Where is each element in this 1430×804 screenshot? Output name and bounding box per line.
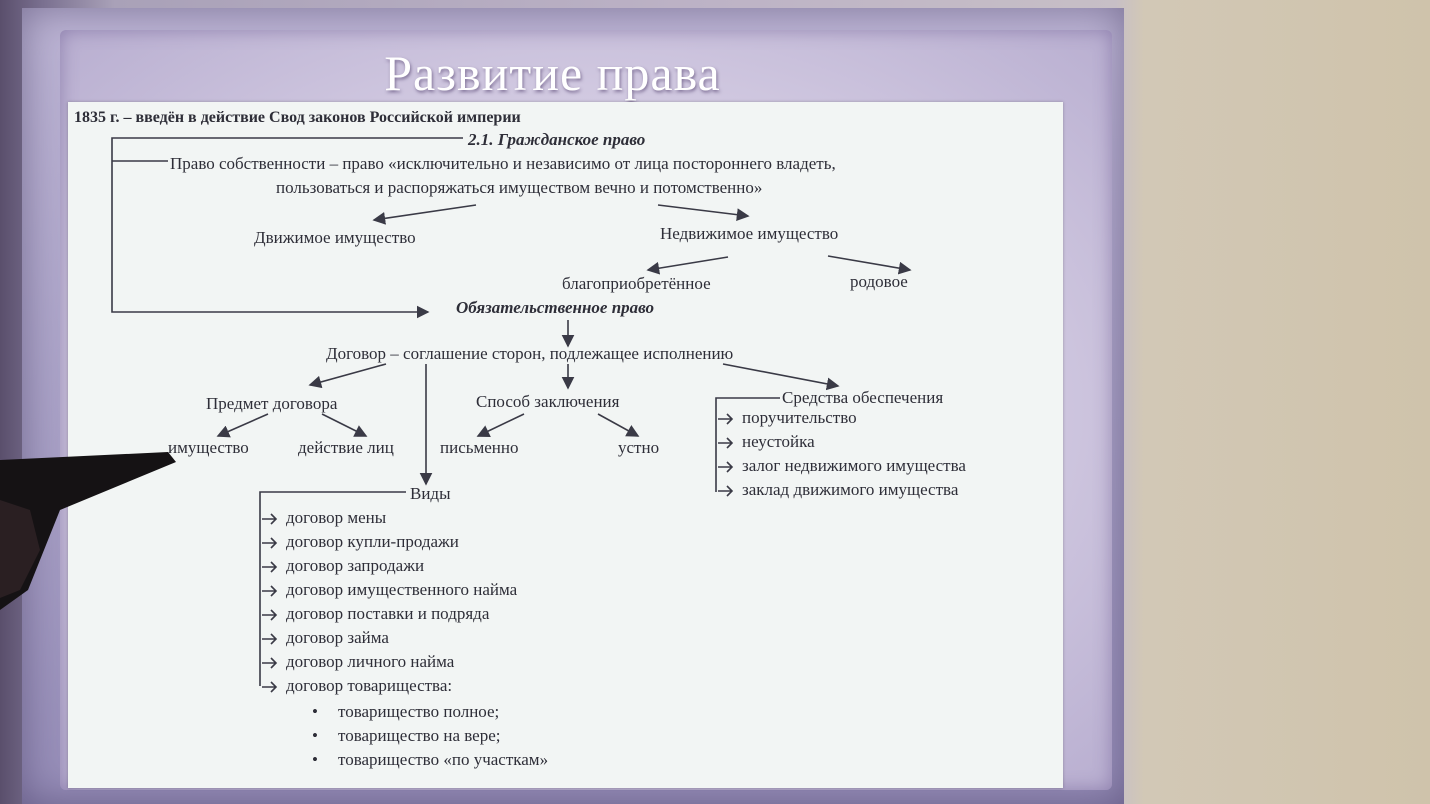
contract-type-arrow: [262, 609, 278, 621]
presenter-hand: [0, 452, 176, 610]
contract-type-arrow: [262, 537, 278, 549]
arrow-security: [722, 363, 840, 391]
bullet-icon: •: [312, 702, 318, 721]
immovable-property: Недвижимое имущество: [660, 224, 839, 243]
contract-type-item: договор займа: [286, 628, 389, 647]
contract-type-item: договор товарищества:: [286, 676, 453, 695]
arrow-ancestral: [827, 255, 912, 275]
contract-type-item: договор купли-продажи: [286, 532, 459, 551]
security-item: залог недвижимого имущества: [742, 456, 966, 475]
acquired-property: благоприобретённое: [562, 274, 711, 293]
arrow-acquired: [646, 256, 729, 275]
partnership-item: товарищество на вере;: [338, 726, 501, 745]
contract-type-item: договор личного найма: [286, 652, 455, 671]
header-text: 1835 г. – введён в действие Свод законов…: [74, 109, 521, 126]
bullet-icon: •: [312, 726, 318, 745]
contract-type-item: договор имущественного найма: [286, 580, 518, 599]
arrow-written: [476, 413, 525, 437]
contract-definition: Договор – соглашение сторон, подлежащее …: [326, 344, 734, 363]
security-item: поручительство: [742, 408, 857, 427]
bracket-security: [715, 397, 780, 492]
security-heading: Средства обеспечения: [782, 388, 944, 407]
security-item-arrow: [718, 413, 734, 425]
slide-title: Развитие права: [384, 45, 721, 101]
contract-type-item: договор запродажи: [286, 556, 425, 575]
security-item: неустойка: [742, 432, 815, 451]
bullet-icon: •: [312, 750, 318, 769]
contract-type-arrow: [262, 657, 278, 669]
diagram-panel: 1835 г. – введён в действие Свод законов…: [68, 102, 1063, 788]
arrow-action: [321, 413, 368, 437]
arrow-immovable: [657, 204, 750, 221]
security-item: заклад движимого имущества: [742, 480, 959, 499]
arrow-oral: [597, 413, 640, 437]
subject-action: действие лиц: [298, 438, 394, 457]
partnership-item: товарищество полное;: [338, 702, 500, 721]
contract-type-item: договор поставки и подряда: [286, 604, 490, 623]
bracket-types: [259, 491, 406, 686]
security-item-arrow: [718, 461, 734, 473]
contract-type-arrow: [262, 513, 278, 525]
security-item-arrow: [718, 437, 734, 449]
contract-type-arrow: [262, 561, 278, 573]
types-heading: Виды: [410, 484, 451, 503]
contract-type-arrow: [262, 681, 278, 693]
security-item-arrow: [718, 485, 734, 497]
bracket-left: [111, 137, 463, 319]
civil-law-heading: 2.1. Гражданское право: [468, 130, 646, 149]
written-form: письменно: [440, 438, 519, 457]
ownership-line-1: Право собственности – право «исключитель…: [170, 154, 836, 173]
partnership-item: товарищество «по участкам»: [338, 750, 549, 769]
oral-form: устно: [618, 438, 660, 457]
ownership-line-2: пользоваться и распоряжаться имуществом …: [276, 178, 763, 197]
arrow-subject: [308, 363, 387, 389]
movable-property: Движимое имущество: [254, 228, 416, 247]
contract-subject: Предмет договора: [206, 394, 338, 413]
conclusion-method: Способ заключения: [476, 392, 620, 411]
subject-property: имущество: [168, 438, 249, 457]
arrow-movable: [372, 204, 477, 225]
ancestral-property: родовое: [850, 272, 908, 291]
arrow-property: [216, 413, 269, 438]
contract-type-item: договор мены: [286, 508, 387, 527]
contract-type-arrow: [262, 585, 278, 597]
connector-lines: [111, 137, 912, 693]
contract-type-arrow: [262, 633, 278, 645]
obligation-law-heading: Обязательственное право: [456, 298, 655, 317]
